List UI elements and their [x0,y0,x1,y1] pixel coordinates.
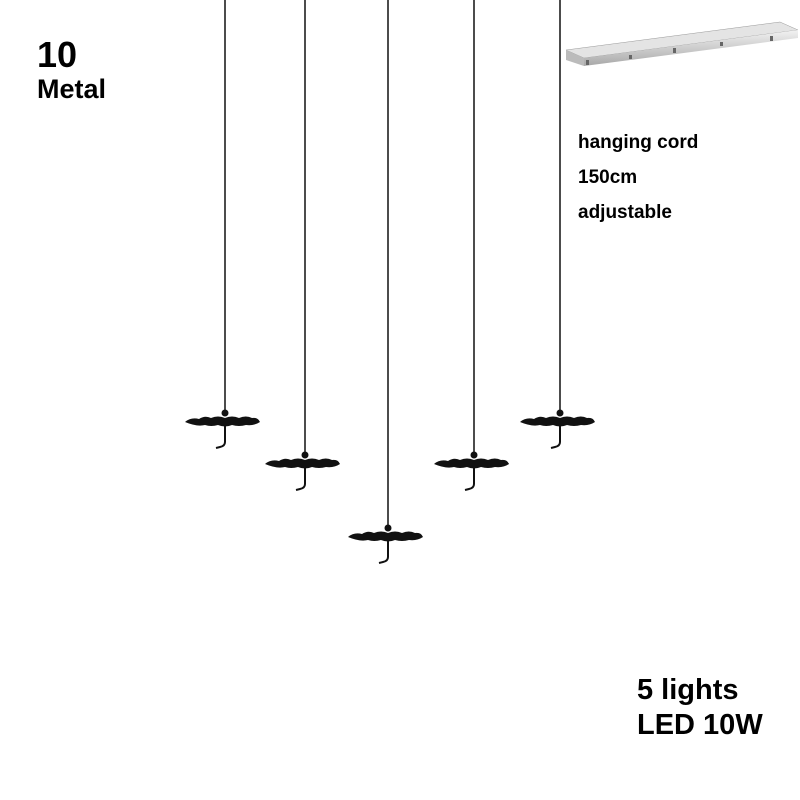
light-count: 5 lights [637,674,739,706]
option-number: 10 [37,34,78,75]
pendant-light-icon [265,0,340,491]
ceiling-canopy-icon [565,21,799,66]
pendant-light-icon [185,0,260,449]
cord-adjustable: adjustable [578,202,672,223]
pendant-light-icon [434,0,509,491]
pendant-light-icon [348,0,423,564]
pendant-light-icon [520,0,595,449]
cord-length: 150cm [578,167,638,188]
material-label: Metal [37,74,107,104]
wattage: LED 10W [637,709,763,741]
cord-label: hanging cord [578,132,699,153]
